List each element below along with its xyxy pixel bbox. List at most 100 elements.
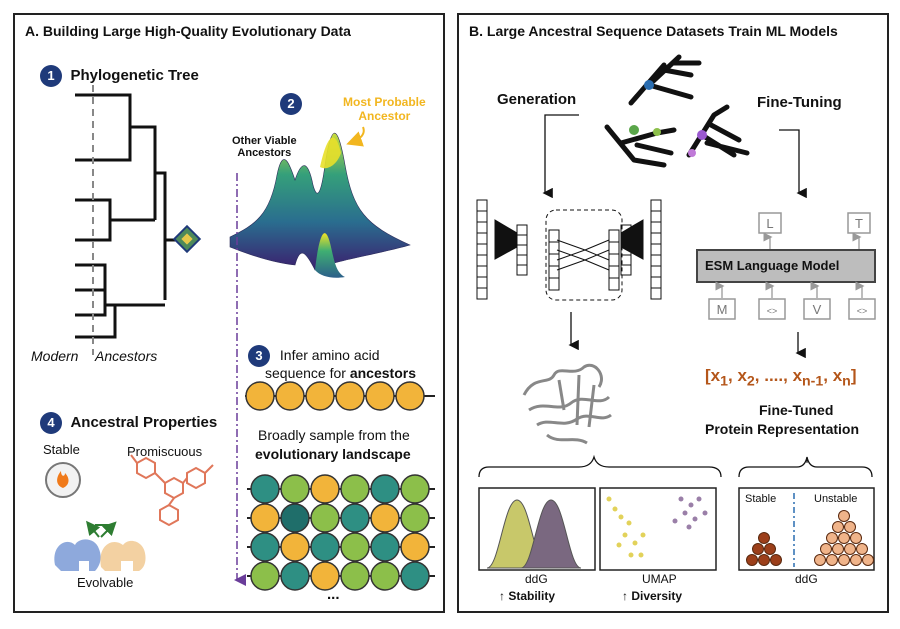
esm-output-token-label: L	[766, 216, 773, 231]
plot1-xlabel: ddG	[525, 572, 548, 586]
sampled-residue	[310, 474, 340, 504]
autoencoder-diagram	[476, 199, 662, 301]
esm-input-token	[708, 298, 736, 320]
finetuning-arrow	[779, 129, 807, 199]
flame-icon	[57, 471, 69, 488]
pyramid-point	[826, 532, 838, 544]
sampled-residue	[400, 532, 430, 562]
pyramid-point	[832, 543, 844, 555]
most-probable-arrow	[346, 126, 365, 147]
sampled-residue	[250, 503, 280, 533]
sampled-sequence-grid	[247, 474, 435, 591]
sampled-residue	[370, 474, 400, 504]
pyramid-point	[844, 521, 856, 533]
plot1-caption: ↑ Stability	[499, 589, 556, 603]
sequence-residue	[275, 381, 305, 411]
most-probable-label: Most Probable Ancestor	[343, 95, 426, 123]
sampled-residue	[340, 503, 370, 533]
pyramid-point	[770, 554, 782, 566]
sampled-residue	[400, 503, 430, 533]
umap-point	[688, 502, 694, 508]
panel-b-title: B. Large Ancestral Sequence Datasets Tra…	[469, 23, 838, 39]
esm-input-token	[803, 298, 831, 320]
step-3-line1: Infer amino acid	[279, 347, 380, 363]
umap-point	[606, 496, 612, 502]
step-3-line2: sequence for ancestors	[265, 365, 416, 381]
umap-point	[672, 518, 678, 524]
pyramid-point	[862, 554, 874, 566]
sampled-residue	[250, 532, 280, 562]
stability-plot	[478, 487, 596, 571]
step-4-label: Ancestral Properties	[70, 414, 218, 431]
sequence-residue	[365, 381, 395, 411]
esm-output-token-label: T	[855, 216, 863, 231]
sample-line1: Broadly sample from the	[258, 427, 410, 443]
panel-a-title: A. Building Large High-Quality Evolution…	[25, 23, 351, 39]
esm-input-token-label: V	[813, 302, 822, 317]
esm-input-token-label: M	[717, 302, 728, 317]
umap-point	[696, 496, 702, 502]
sampled-residue	[250, 561, 280, 591]
ellipsis: ...	[327, 586, 340, 603]
umap-point	[686, 524, 692, 530]
sequence-residue	[305, 381, 335, 411]
sampled-residue	[400, 561, 430, 591]
sample-line2: evolutionary landscape	[255, 446, 411, 462]
sampled-residue	[340, 532, 370, 562]
umap-point	[702, 510, 708, 516]
sampled-residue	[280, 561, 310, 591]
esm-model-box	[696, 249, 876, 283]
panel-b: B. Large Ancestral Sequence Datasets Tra…	[457, 13, 889, 613]
pyramid-point	[844, 543, 856, 555]
umap-point	[618, 514, 624, 520]
pyramid-point	[758, 532, 770, 544]
esm-input-token	[848, 298, 876, 320]
sampled-residue	[280, 474, 310, 504]
generation-label: Generation	[497, 91, 577, 108]
umap-point	[616, 542, 622, 548]
protein-structure-icon	[522, 363, 612, 445]
molecule-icon	[130, 454, 214, 527]
pyramid-point	[814, 554, 826, 566]
sampled-residue	[400, 474, 430, 504]
sampled-residue	[310, 503, 340, 533]
other-viable-label: Other Viable Ancestors	[232, 135, 297, 159]
pyramid-point	[764, 543, 776, 555]
pyramid-point	[832, 521, 844, 533]
plot2-caption: ↑ Diversity	[622, 589, 683, 603]
step-1-label: Phylogenetic Tree	[70, 67, 199, 84]
prop-evolvable-label: Evolvable	[77, 575, 134, 590]
plot3-xlabel: ddG	[795, 572, 818, 586]
esm-label: ESM Language Model	[705, 258, 840, 273]
plot3-stable-label: Stable	[745, 493, 777, 505]
prop-stable-label: Stable	[43, 442, 80, 457]
umap-point	[612, 506, 618, 512]
tree-node-purple	[697, 130, 707, 140]
sampled-residue	[280, 532, 310, 562]
diversity-plot	[599, 487, 717, 571]
esm-input-token	[758, 298, 786, 320]
fine-tuning-label: Fine-Tuning	[757, 94, 842, 111]
step-4-badge: 4	[40, 412, 62, 434]
umap-point	[638, 552, 644, 558]
umap-point	[640, 532, 646, 538]
pyramid-point	[752, 543, 764, 555]
ancestral-trees	[604, 54, 750, 168]
pyramid-point	[826, 554, 838, 566]
pyramid-point	[838, 532, 850, 544]
pyramid-point	[838, 510, 850, 522]
ddg-pyramid-plot	[738, 487, 875, 571]
generation-arrow	[542, 114, 579, 199]
step-4-heading: 4 Ancestral Properties	[40, 412, 217, 434]
tree-node-blue	[644, 80, 654, 90]
sequence-residue	[335, 381, 365, 411]
sampled-residue	[340, 474, 370, 504]
umap-point	[632, 540, 638, 546]
sampled-residue	[340, 561, 370, 591]
pyramid-point	[838, 554, 850, 566]
pyramid-point	[850, 532, 862, 544]
prop-promiscuous-label: Promiscuous	[127, 444, 203, 459]
step-1-badge: 1	[40, 65, 62, 87]
plot2-xlabel: UMAP	[642, 572, 677, 586]
umap-point	[678, 496, 684, 502]
